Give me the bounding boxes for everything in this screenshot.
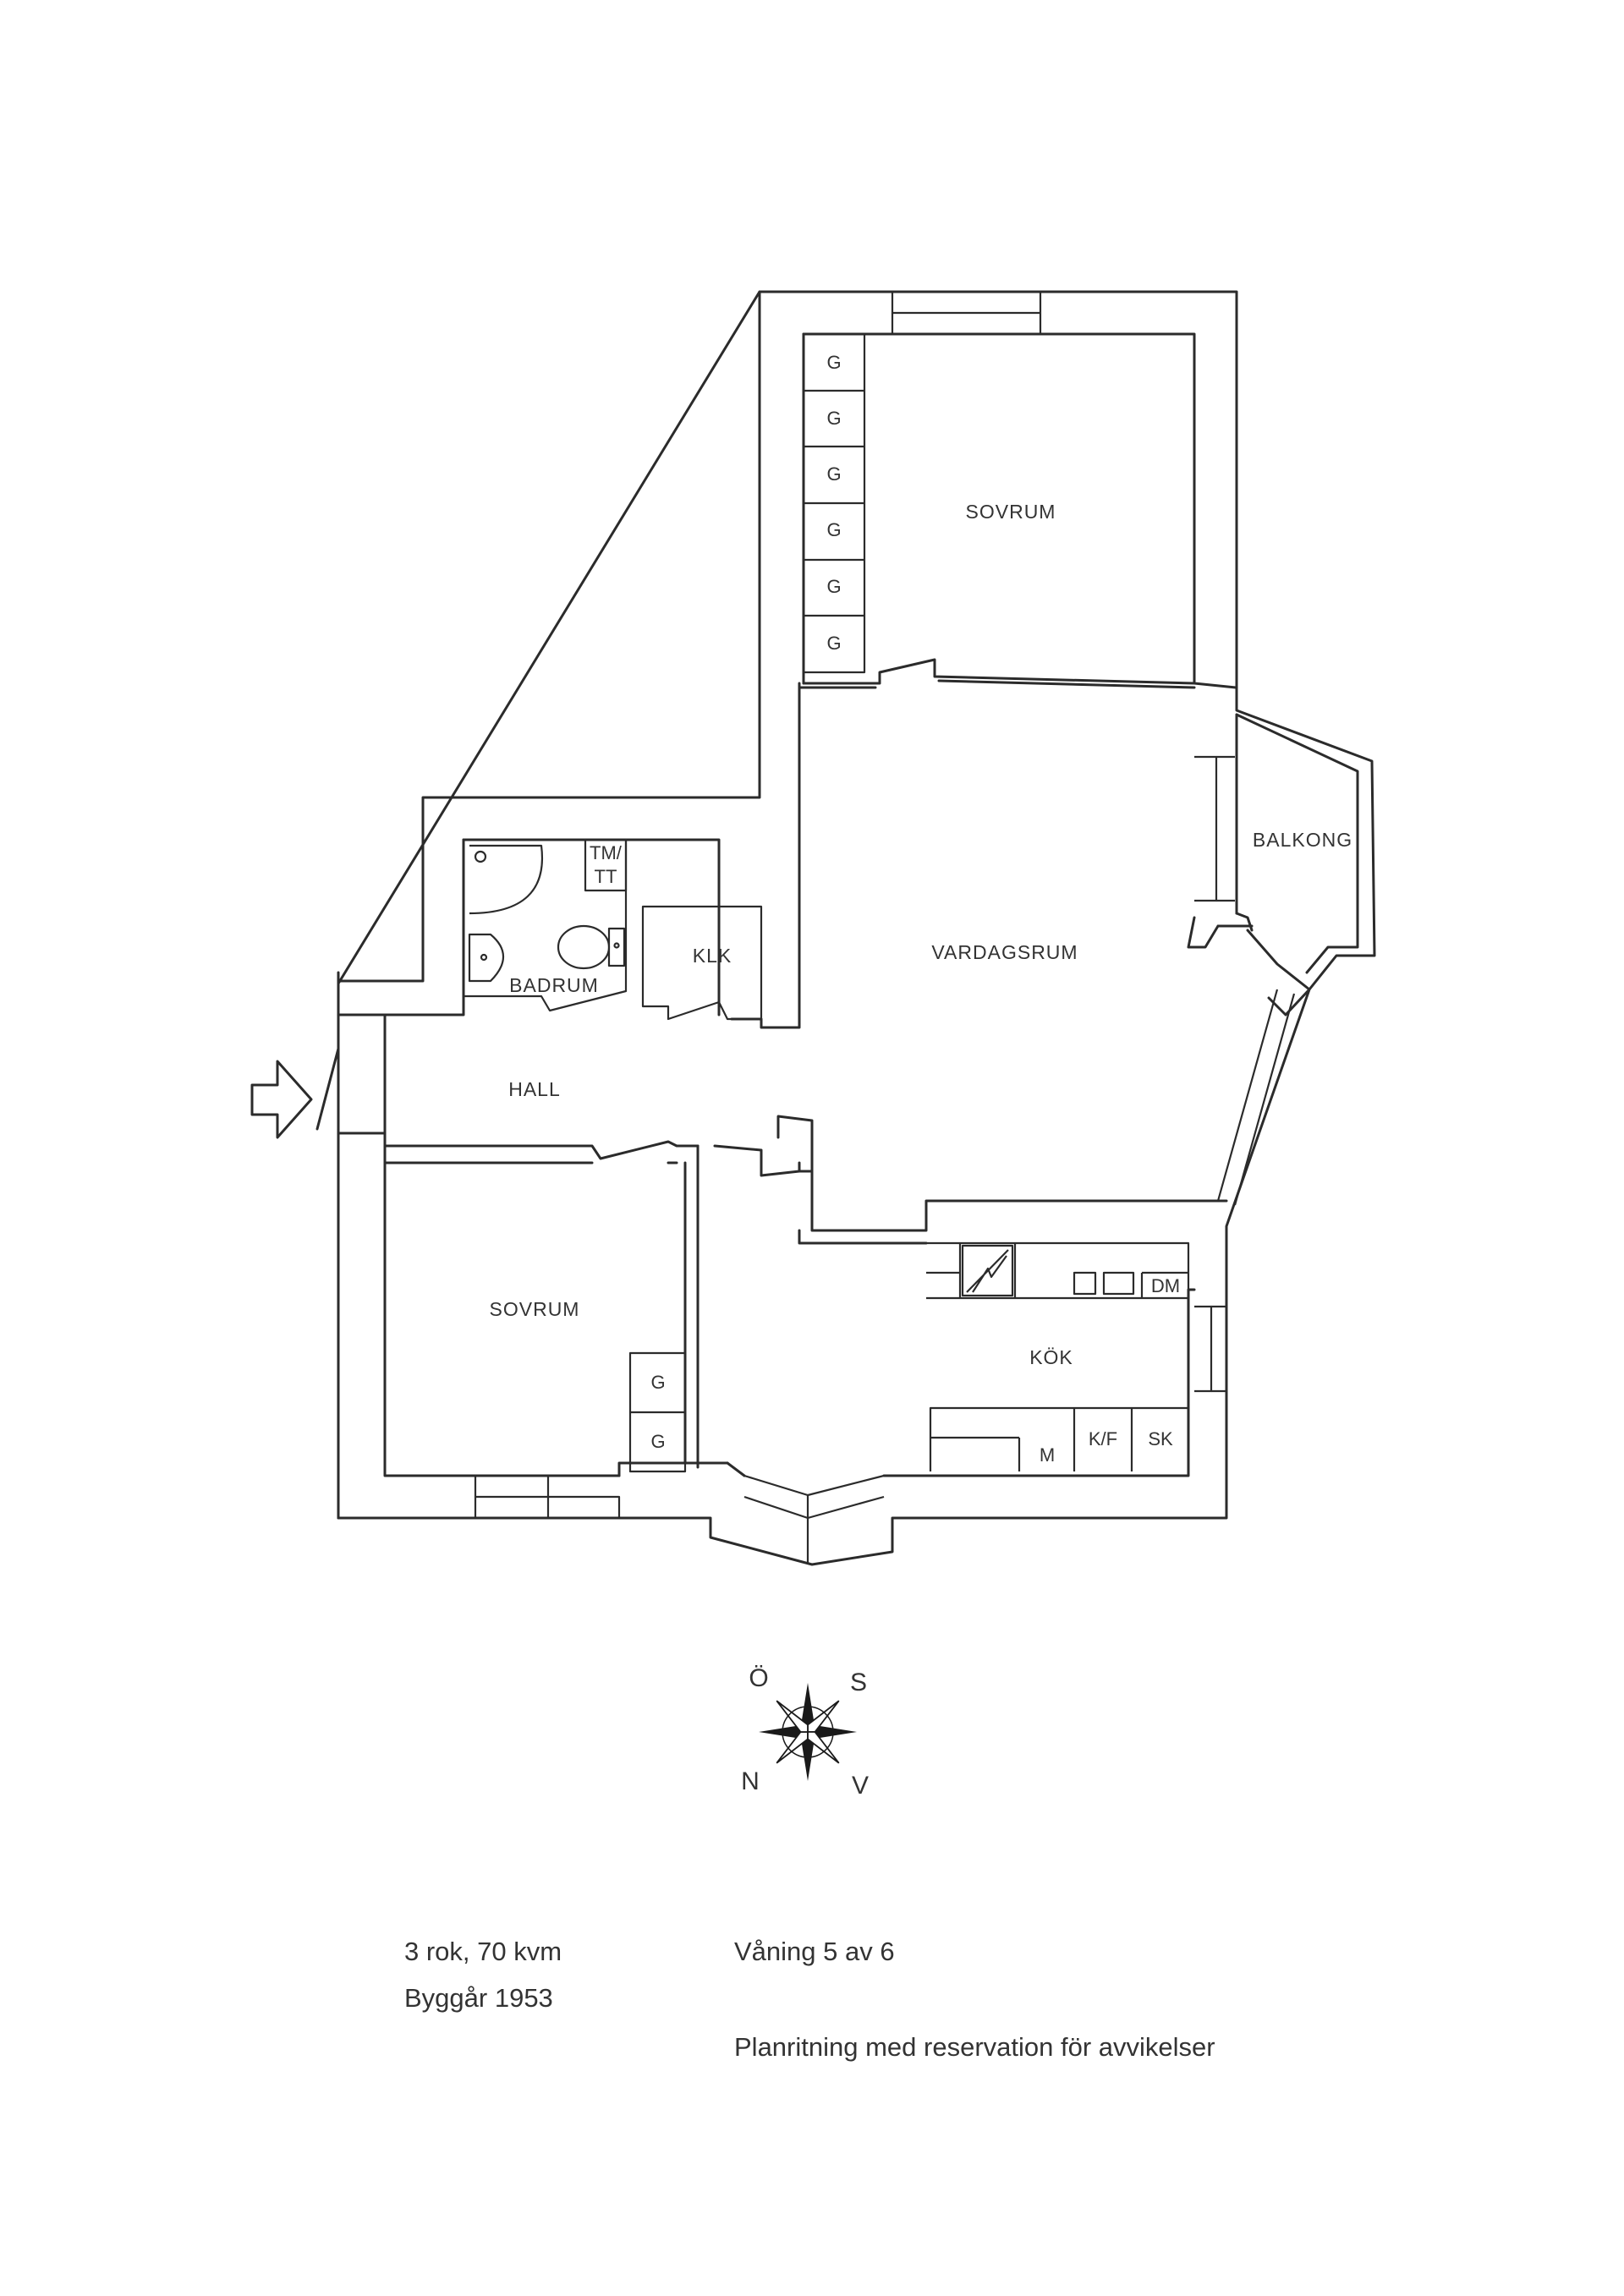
wardrobe-label: G [826,352,841,373]
room-label-sovrum-bottom: SOVRUM [490,1298,580,1320]
washer-dryer-label: TT [595,866,617,887]
disclaimer-text: Planritning med reservation för avvikels… [734,2032,1215,2062]
wardrobe-label: G [826,519,841,540]
wardrobe-label: G [826,633,841,654]
build-year-text: Byggår 1953 [404,1983,553,2013]
room-labels: SOVRUM VARDAGSRUM BALKONG BADRUM KLK HAL… [490,501,1352,1368]
windows [474,292,1296,1564]
dishwasher-label: DM [1151,1275,1180,1296]
sink-basin-left [1073,1271,1097,1296]
wardrobes-top: G G G G G G [802,332,866,674]
bathroom-fixtures: TM/ TT [468,838,628,983]
toilet-icon [557,924,611,970]
wardrobe-label: G [826,408,841,429]
entrance-arrow-icon [250,1060,313,1139]
kitchen-fixtures: DM M K/F SK [926,1241,1190,1471]
room-label-kok: KÖK [1029,1346,1073,1368]
microwave-label: M [1040,1444,1055,1466]
tm-tt-box [584,838,628,892]
compass-east: Ö [749,1664,768,1692]
compass-south: S [850,1669,867,1696]
exterior-walls [337,290,1376,1566]
compass-north: N [741,1767,760,1795]
wardrobe-label: G [650,1372,665,1393]
cabinet-label: SK [1148,1428,1173,1449]
compass-star-icon [759,1683,857,1781]
wardrobe-label: G [650,1431,665,1452]
stove-icon [961,1244,1014,1297]
compass-rose: Ö S N V [741,1664,869,1800]
washer-dryer-label: TM/ [590,842,623,863]
floor-text: Våning 5 av 6 [734,1937,895,1966]
compass-west: V [852,1772,869,1800]
shower-area [469,844,544,915]
sink-icon [468,933,504,983]
wardrobe-label: G [826,463,841,485]
room-label-sovrum-top: SOVRUM [966,501,1056,523]
room-label-klk: KLK [693,945,732,967]
room-label-vardagsrum: VARDAGSRUM [931,941,1078,963]
interior-walls [315,658,1228,1469]
room-label-balkong: BALKONG [1253,829,1352,851]
wardrobes-bottom: G G [628,1351,687,1473]
sink-basin-right [1102,1271,1135,1296]
rooms-area-text: 3 rok, 70 kvm [404,1937,562,1966]
balcony [1187,713,1359,1016]
wardrobe-label: G [826,576,841,597]
shower-drain-icon [474,850,487,863]
room-label-badrum: BADRUM [509,974,599,996]
room-label-hall: HALL [508,1078,561,1100]
fridge-freezer-label: K/F [1089,1428,1117,1449]
